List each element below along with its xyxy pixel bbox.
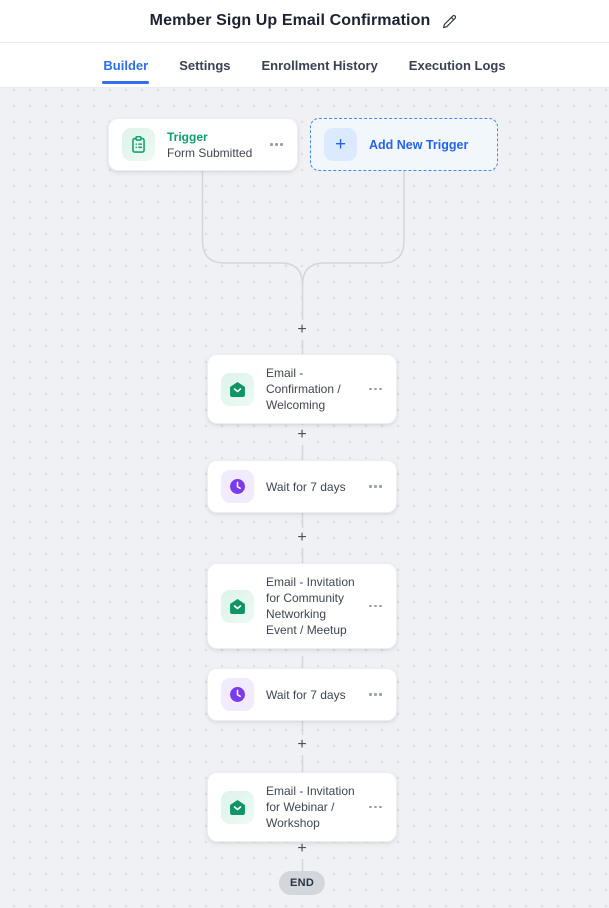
wait-node-label: Wait for 7 days [266,479,346,494]
trigger-node-more-button[interactable] [268,139,285,150]
tab-settings[interactable]: Settings [178,43,231,87]
email-node-more-button[interactable] [367,802,384,813]
tab-execution-logs[interactable]: Execution Logs [408,43,507,87]
email-node-card[interactable]: Email - Confirmation / Welcoming [207,354,397,424]
trigger-node-subtitle: Form Submitted [167,145,253,160]
add-new-trigger-label: Add New Trigger [369,137,469,152]
workflow-tab-bar: Builder Settings Enrollment History Exec… [0,43,609,88]
add-new-trigger-button[interactable]: + Add New Trigger [310,118,498,171]
email-node-label: Email - Invitation for Webinar / Worksho… [266,784,355,830]
trigger-node-title: Trigger [167,129,208,144]
plus-icon: + [324,128,357,161]
tab-builder[interactable]: Builder [102,43,150,87]
add-step-button[interactable]: + [293,528,311,548]
clipboard-form-icon [122,128,155,161]
open-envelope-icon [221,790,254,824]
add-step-button[interactable]: + [293,425,311,445]
wait-node-label: Wait for 7 days [266,687,346,702]
add-step-button[interactable]: + [293,839,311,859]
open-envelope-icon [221,372,254,406]
add-step-button[interactable]: + [293,320,311,340]
clock-icon [221,678,254,711]
trigger-node-card[interactable]: Trigger Form Submitted [108,118,298,171]
email-node-label: Email - Invitation for Community Network… [266,575,355,637]
email-node-card[interactable]: Email - Invitation for Webinar / Worksho… [207,772,397,842]
open-envelope-icon [221,589,254,623]
wait-node-more-button[interactable] [367,481,384,492]
tab-enrollment-history[interactable]: Enrollment History [261,43,379,87]
email-node-more-button[interactable] [367,384,384,395]
email-node-more-button[interactable] [367,601,384,612]
email-node-card[interactable]: Email - Invitation for Community Network… [207,563,397,649]
workflow-header: Member Sign Up Email Confirmation [0,0,609,43]
workflow-end-badge: END [278,871,326,895]
clock-icon [221,470,254,503]
page-title: Member Sign Up Email Confirmation [149,12,431,29]
wait-node-card[interactable]: Wait for 7 days [207,460,397,513]
edit-title-button[interactable] [440,12,459,31]
wait-node-more-button[interactable] [367,689,384,700]
wait-node-card[interactable]: Wait for 7 days [207,668,397,721]
pencil-icon [442,14,457,29]
email-node-label: Email - Confirmation / Welcoming [266,366,341,412]
add-step-button[interactable]: + [293,735,311,755]
workflow-canvas[interactable]: Trigger Form Submitted + Add New Trigger… [0,88,609,908]
